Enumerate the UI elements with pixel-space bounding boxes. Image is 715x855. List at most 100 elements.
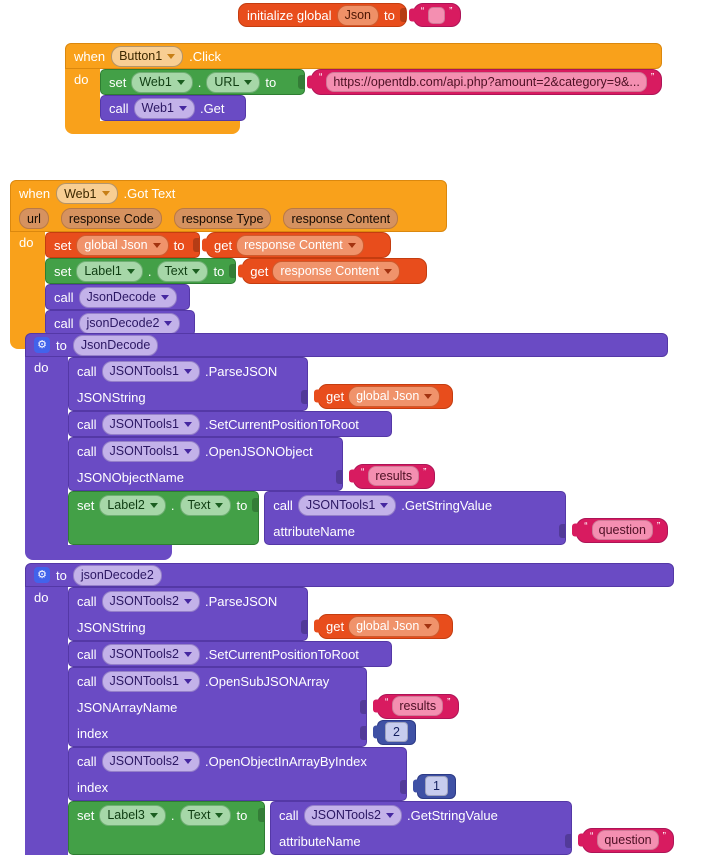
event-param-response-content[interactable]: response Content — [283, 208, 399, 229]
set-global-json-block[interactable]: set global Json to — [45, 232, 200, 258]
empty-text-field[interactable] — [428, 6, 446, 24]
call-getstringvalue-block[interactable]: call JSONTools2 .GetStringValue attribut… — [270, 801, 572, 855]
get-response-content-block[interactable]: get response Content — [242, 258, 428, 284]
component-dropdown-button1[interactable]: Button1 — [111, 45, 184, 67]
call-openobjectinarraybyindex-block[interactable]: call JSONTools2 .OpenObjectInArrayByInde… — [68, 747, 407, 801]
call-web1-get-block[interactable]: call Web1 .Get — [100, 95, 246, 121]
procedure-header[interactable]: ⚙ to JsonDecode — [25, 333, 669, 357]
results-string-block[interactable]: “ results ” — [377, 693, 459, 719]
question-string-block[interactable]: “ question ” — [582, 827, 674, 853]
component-dropdown-jsontools1[interactable]: JSONTools1 — [101, 670, 200, 692]
call-getstringvalue-block[interactable]: call JSONTools1 .GetStringValue attribut… — [264, 491, 567, 545]
call-opensubjsonarray-block[interactable]: call JSONTools1 .OpenSubJSONArray JSONAr… — [68, 667, 367, 747]
number-field[interactable]: 1 — [425, 776, 448, 796]
call-jsondecode-block[interactable]: call JsonDecode — [45, 284, 190, 310]
call-setcurrentpositiontoroot-block[interactable]: call JSONTools1 .SetCurrentPositionToRoo… — [68, 411, 392, 437]
dropdown-icon — [184, 421, 192, 427]
empty-string-block[interactable]: “ ” — [412, 3, 461, 27]
event-header[interactable]: when Button1 .Click — [65, 43, 663, 69]
component-dropdown-jsontools2[interactable]: JSONTools2 — [303, 804, 402, 826]
event-param-response-type[interactable]: response Type — [173, 208, 272, 229]
variable-dropdown-global-json[interactable]: global Json — [348, 615, 441, 637]
property-name: Text — [187, 498, 211, 512]
event-param-response-code[interactable]: response Code — [60, 208, 162, 229]
event-header[interactable]: when Web1 .Got Text url response Code re… — [10, 180, 447, 232]
dropdown-icon — [178, 105, 187, 111]
call-parsejson-block[interactable]: call JSONTools1 .ParseJSON JSONString — [68, 357, 308, 411]
property-dropdown-text[interactable]: Text — [179, 494, 232, 516]
component-dropdown-jsontools1[interactable]: JSONTools1 — [101, 413, 200, 435]
component-dropdown-jsontools2[interactable]: JSONTools2 — [101, 590, 200, 612]
variable-dropdown-global-json[interactable]: global Json — [76, 234, 169, 256]
procedure-name-field[interactable]: JsonDecode — [72, 334, 159, 356]
variable-dropdown-response-content[interactable]: response Content — [236, 234, 364, 256]
init-global-json-block[interactable]: initialize global Json to “ ” — [238, 3, 461, 27]
property-dropdown-text[interactable]: Text — [179, 804, 232, 826]
value-socket — [360, 726, 366, 740]
get-label: get — [326, 618, 345, 634]
set-label1-text-block[interactable]: set Label1 . Text to — [45, 258, 237, 284]
call-jsondecode2-block[interactable]: call jsonDecode2 — [45, 310, 195, 336]
call-parsejson-block[interactable]: call JSONTools2 .ParseJSON JSONString — [68, 587, 308, 641]
call-setcurrentpositiontoroot-block[interactable]: call JSONTools2 .SetCurrentPositionToRoo… — [68, 641, 392, 667]
dropdown-icon — [184, 368, 192, 374]
string-text-field[interactable]: question — [597, 830, 659, 850]
gear-icon[interactable]: ⚙ — [34, 567, 50, 583]
component-dropdown-web1[interactable]: Web1 — [56, 183, 118, 204]
component-dropdown-label2[interactable]: Label2 — [99, 494, 166, 516]
string-text-field[interactable]: question — [591, 520, 653, 540]
number-field[interactable]: 2 — [385, 722, 408, 742]
get-global-json-block[interactable]: get global Json — [318, 383, 453, 409]
string-text-field[interactable]: results — [392, 696, 444, 716]
component-name: JSONTools1 — [109, 674, 179, 688]
get-global-json-block[interactable]: get global Json — [318, 613, 453, 639]
procedure-dropdown-jsondecode[interactable]: JsonDecode — [78, 286, 178, 308]
dot-label: . — [147, 263, 152, 279]
block-bottom-bar — [25, 545, 172, 560]
call-label: call — [77, 646, 97, 662]
number-block-1[interactable]: 1 — [417, 773, 456, 799]
variable-dropdown-response-content[interactable]: response Content — [272, 260, 401, 282]
url-string-block[interactable]: “ https://opentdb.com/api.php?amount=2&c… — [311, 69, 663, 95]
procedure-jsondecode-block[interactable]: ⚙ to JsonDecode do call JSONTools1 — [25, 333, 669, 560]
procedure-header[interactable]: ⚙ to jsonDecode2 — [25, 563, 674, 587]
component-dropdown-label1[interactable]: Label1 — [76, 260, 143, 282]
component-dropdown-jsontools1[interactable]: JSONTools1 — [101, 440, 200, 462]
procedure-name-field[interactable]: jsonDecode2 — [72, 564, 162, 586]
when-button1-click-block[interactable]: when Button1 .Click do set Web1 — [65, 43, 663, 134]
component-dropdown-label3[interactable]: Label3 — [99, 804, 166, 826]
component-dropdown-jsontools2[interactable]: JSONTools2 — [101, 643, 200, 665]
property-dropdown-url[interactable]: URL — [206, 71, 261, 93]
when-web1-gottext-block[interactable]: when Web1 .Got Text url response Code re… — [10, 180, 447, 349]
initialize-global-block[interactable]: initialize global Json to — [238, 3, 407, 27]
component-dropdown-jsontools2[interactable]: JSONTools2 — [101, 750, 200, 772]
get-response-content-block[interactable]: get response Content — [206, 232, 391, 258]
number-block-2[interactable]: 2 — [377, 719, 416, 745]
gear-icon[interactable]: ⚙ — [34, 337, 50, 353]
variable-dropdown-global-json[interactable]: global Json — [348, 385, 441, 407]
component-dropdown-jsontools1[interactable]: JSONTools1 — [297, 494, 397, 516]
global-variable-name-field[interactable]: Json — [336, 4, 379, 26]
component-dropdown-web1[interactable]: Web1 — [133, 97, 195, 119]
set-label3-text-block[interactable]: set Label3 . Text to — [68, 801, 265, 855]
call-openjsonobject-block[interactable]: call JSONTools1 .OpenJSONObject JSONObje… — [68, 437, 343, 491]
to-label: to — [383, 7, 395, 23]
call-label: call — [54, 315, 74, 331]
string-text-field[interactable]: results — [368, 466, 420, 486]
call-label: call — [77, 416, 97, 432]
event-param-url[interactable]: url — [19, 208, 49, 229]
property-dropdown-text[interactable]: Text — [156, 260, 209, 282]
do-strip: do — [65, 69, 100, 121]
question-string-block[interactable]: “ question ” — [576, 517, 669, 543]
results-string-block[interactable]: “ results ” — [353, 463, 435, 489]
component-dropdown-jsontools1[interactable]: JSONTools1 — [101, 360, 200, 382]
do-strip: do — [25, 357, 68, 545]
set-web1-url-block[interactable]: set Web1 . URL to — [100, 69, 305, 95]
procedure-jsondecode2-block[interactable]: ⚙ to jsonDecode2 do call JSONTools2 — [25, 563, 674, 855]
set-label2-text-block[interactable]: set Label2 . Text to — [68, 491, 260, 545]
url-text-field[interactable]: https://opentdb.com/api.php?amount=2&cat… — [326, 72, 647, 92]
procedure-dropdown-jsondecode2[interactable]: jsonDecode2 — [78, 312, 181, 334]
component-dropdown-web1[interactable]: Web1 — [131, 71, 193, 93]
dropdown-icon — [386, 812, 394, 818]
